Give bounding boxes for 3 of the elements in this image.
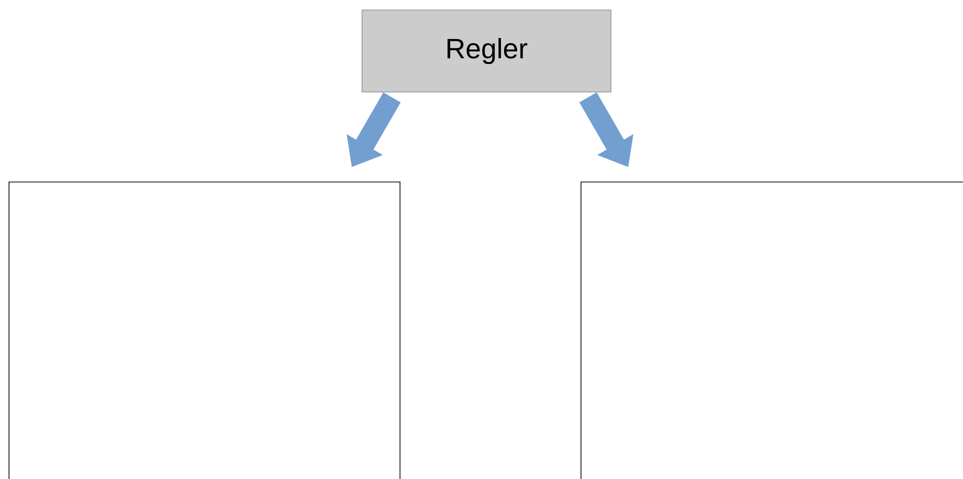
controller-box: Regler bbox=[362, 10, 612, 92]
empty-box bbox=[580, 182, 963, 479]
empty-box bbox=[8, 182, 400, 479]
